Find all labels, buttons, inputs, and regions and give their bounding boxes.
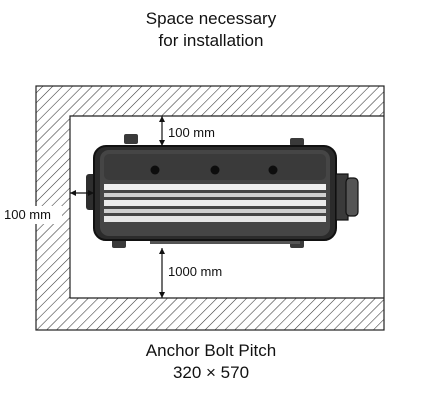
title-line-2: for installation: [158, 31, 264, 50]
dimension-left-label: 100 mm: [4, 207, 51, 222]
dimension-left: [70, 190, 94, 196]
caption-line-2: 320 × 570: [172, 363, 250, 382]
dimension-bottom-label: 1000 mm: [168, 264, 222, 279]
dimension-top: [159, 116, 165, 146]
machine-unit: [86, 134, 359, 248]
clearance-outline: [69, 115, 384, 299]
dimension-bottom: [159, 248, 165, 298]
caption-line-1: Anchor Bolt Pitch: [145, 341, 277, 360]
title-line-1: Space necessary: [145, 9, 277, 28]
dimension-top-label: 100 mm: [168, 125, 215, 140]
wall-hatch: [36, 86, 384, 330]
